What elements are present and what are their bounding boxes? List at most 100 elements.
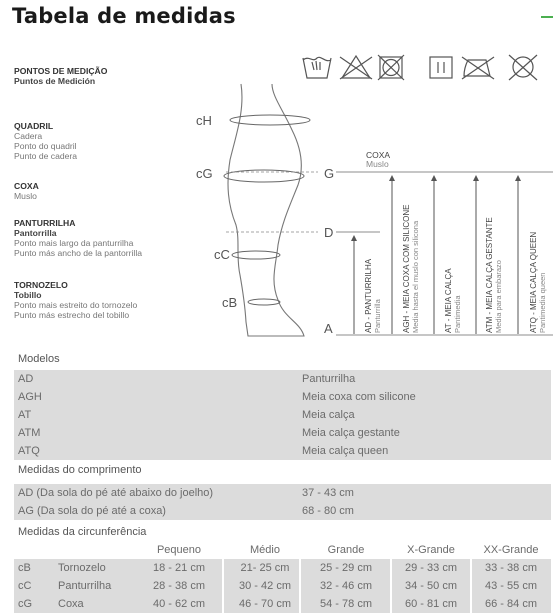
leg-measurement-diagram: cH cG cC cB G D A COXA Muslo AD - PANTUR… <box>196 54 553 337</box>
ch-label: cH <box>196 113 212 128</box>
table-row: AD Panturrilha <box>14 370 551 388</box>
model-code: AGH <box>18 391 42 403</box>
circ-code: cG <box>18 598 33 610</box>
size-header: Médio <box>250 544 280 556</box>
table-row: cB Tornozelo 18 - 21 cm 21- 25 cm 25 - 2… <box>14 559 551 577</box>
legend-quadril-line: Punto de cadera <box>14 151 78 161</box>
circ-value: 28 - 38 cm <box>153 580 205 592</box>
length-label: AD (Da sola do pé até abaixo do joelho) <box>18 487 214 499</box>
circ-name: Tornozelo <box>58 562 106 574</box>
measure-ad-label: AD - PANTURRILHA <box>364 258 373 333</box>
legend-pontos-subtitle: Puntos de Medición <box>14 76 96 86</box>
legend-quadril-line: Cadera <box>14 131 43 141</box>
table-row: AT Meia calça <box>14 406 551 424</box>
cb-label: cB <box>222 295 237 310</box>
no-tumble-dry-icon <box>377 54 405 81</box>
circ-code: cB <box>18 562 31 574</box>
model-code: AD <box>18 373 34 385</box>
column-divider <box>299 577 301 595</box>
legend-panturrilha: PANTURRILHA Pantorrilla Ponto mais largo… <box>14 218 142 258</box>
circumference-header: Medidas da circunferência <box>14 523 551 541</box>
length-header-label: Medidas do comprimento <box>18 464 142 476</box>
legend-tornozelo-subtitle: Tobillo <box>14 290 42 300</box>
cb-ellipse <box>247 298 281 306</box>
measure-atq-label: ATQ - MEIA CALÇA QUEEN <box>529 232 538 333</box>
column-divider <box>222 595 224 613</box>
legend-panturrilha-line: Ponto mais largo da panturrilha <box>14 238 134 248</box>
column-divider <box>390 577 392 595</box>
size-header: XX-Grande <box>483 544 539 556</box>
circ-value: 54 - 78 cm <box>320 598 372 610</box>
models-header: Modelos <box>14 350 551 368</box>
circ-value: 60 - 81 cm <box>405 598 457 610</box>
circ-value: 18 - 21 cm <box>153 562 205 574</box>
column-divider <box>470 595 472 613</box>
legend-pontos: PONTOS DE MEDIÇÃO Puntos de Medición <box>14 66 107 86</box>
measure-at-sub: Pantimedia <box>453 295 462 333</box>
table-row: AGH Meia coxa com silicone <box>14 388 551 406</box>
column-divider <box>299 559 301 577</box>
no-iron-icon <box>461 56 495 80</box>
legend-quadril-title: QUADRIL <box>14 121 54 131</box>
table-row: cG Coxa 40 - 62 cm 46 - 70 cm 54 - 78 cm… <box>14 595 551 613</box>
legend-coxa: COXA Muslo <box>14 181 39 201</box>
measure-at-label: AT - MEIA CALÇA <box>444 268 453 333</box>
measure-agh-sub: Media hasta el muslo con silicona <box>411 220 420 333</box>
circ-value: 30 - 42 cm <box>239 580 291 592</box>
legend-tornozelo-line: Ponto mais estreito do tornozelo <box>14 300 138 310</box>
table-row: ATM Meia calça gestante <box>14 424 551 442</box>
table-row: AD (Da sola do pé até abaixo do joelho) … <box>14 484 551 502</box>
legend-coxa-line: Muslo <box>14 191 37 201</box>
circumference-size-header: Pequeno Médio Grande X-Grande XX-Grande <box>14 541 551 559</box>
circumference-header-label: Medidas da circunferência <box>18 526 147 538</box>
circ-value: 25 - 29 cm <box>320 562 372 574</box>
length-value: 37 - 43 cm <box>302 487 354 499</box>
circ-value: 43 - 55 cm <box>485 580 537 592</box>
model-name: Panturrilha <box>302 373 356 385</box>
model-name: Meia calça gestante <box>302 427 400 439</box>
point-a-label: A <box>324 321 333 336</box>
size-header: X-Grande <box>407 544 455 556</box>
table-row: cC Panturrilha 28 - 38 cm 30 - 42 cm 32 … <box>14 577 551 595</box>
leg-outline <box>227 83 305 337</box>
circ-value: 40 - 62 cm <box>153 598 205 610</box>
table-row: AG (Da sola do pé até a coxa) 68 - 80 cm <box>14 502 551 520</box>
coxa-label: COXA <box>366 150 390 160</box>
legend-tornozelo: TORNOZELO Tobillo Ponto mais estreito do… <box>14 280 137 320</box>
circ-value: 33 - 38 cm <box>485 562 537 574</box>
coxa-sublabel: Muslo <box>366 159 389 169</box>
cc-ellipse <box>231 250 281 260</box>
circ-code: cC <box>18 580 32 592</box>
model-name: Meia calça <box>302 409 355 421</box>
model-code: ATM <box>18 427 41 439</box>
table-row: ATQ Meia calça queen <box>14 442 551 460</box>
point-g-label: G <box>324 166 334 181</box>
legend-tornozelo-line: Punto más estrecho del tobillo <box>14 310 130 320</box>
line-dry-icon <box>429 56 453 79</box>
circ-value: 29 - 33 cm <box>405 562 457 574</box>
cc-label: cC <box>214 247 230 262</box>
column-divider <box>390 595 392 613</box>
hand-wash-icon <box>302 56 332 79</box>
circ-value: 66 - 84 cm <box>485 598 537 610</box>
model-code: ATQ <box>18 445 40 457</box>
column-divider <box>222 577 224 595</box>
measure-agh-label: AGH - MEIA COXA COM SILICONE <box>402 205 411 333</box>
size-header: Grande <box>327 544 365 556</box>
legend-quadril: QUADRIL Cadera Ponto do quadril Punto de… <box>14 121 77 161</box>
circ-value: 46 - 70 cm <box>239 598 291 610</box>
column-divider <box>470 559 472 577</box>
measure-atm-label: ATM - MEIA CALÇA GESTANTE <box>485 217 494 333</box>
size-header: Pequeno <box>156 544 202 556</box>
models-header-label: Modelos <box>18 353 60 365</box>
point-d-label: D <box>324 225 333 240</box>
circ-value: 34 - 50 cm <box>405 580 457 592</box>
circ-name: Coxa <box>58 598 84 610</box>
legend-panturrilha-subtitle: Pantorrilla <box>14 228 57 238</box>
title-accent-line <box>541 16 553 18</box>
model-name: Meia coxa com silicone <box>302 391 416 403</box>
model-code: AT <box>18 409 32 421</box>
legend-tornozelo-title: TORNOZELO <box>14 280 68 290</box>
legend-panturrilha-line: Punto más ancho de la pantorrilla <box>14 248 143 258</box>
circ-name: Panturrilha <box>58 580 112 592</box>
